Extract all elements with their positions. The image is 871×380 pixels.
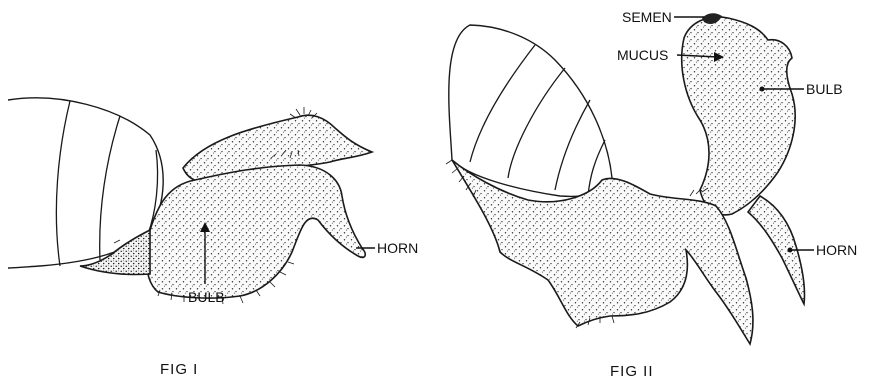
fig-2-caption: FIG II xyxy=(610,363,654,380)
fig-2-endophallus-tube xyxy=(682,17,795,215)
fig-2-semen-label: SEMEN xyxy=(622,9,672,25)
fig-1-horn-label: HORN xyxy=(377,240,418,256)
fig-1-drawing xyxy=(8,98,375,304)
fig-2-mucus-label: MUCUS xyxy=(617,47,668,63)
fig-2-bulb-dot xyxy=(760,87,765,92)
fig-2-bulb-label: BULB xyxy=(806,81,843,97)
fig-2-horn-dot xyxy=(788,248,793,253)
fig-2-horn-label: HORN xyxy=(816,242,857,258)
fig-1-bulb-label: BULB xyxy=(188,289,225,305)
fig-1-caption: FIG I xyxy=(160,361,198,378)
fig-1-bulb xyxy=(146,165,365,298)
